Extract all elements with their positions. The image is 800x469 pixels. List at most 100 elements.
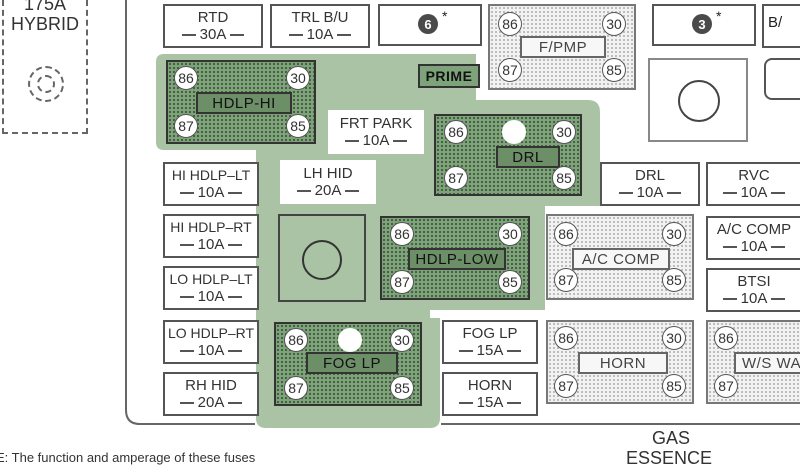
pin-86: 86 xyxy=(498,12,522,36)
hybrid-connector-icon xyxy=(28,66,64,102)
relay-prime[interactable]: PRIME xyxy=(418,64,480,88)
relay-drl[interactable]: 86 30 DRL 87 85 xyxy=(434,114,582,196)
relay-hdlp-low[interactable]: 86 30 HDLP-LOW 87 85 xyxy=(380,216,530,300)
relay-horn[interactable]: 86 30 HORN 87 85 xyxy=(546,320,694,404)
fuse-lh-hid[interactable]: LH HID 20A xyxy=(280,160,376,204)
pin-87: 87 xyxy=(390,270,414,294)
pin-86: 86 xyxy=(714,326,738,350)
fuse-name: FOG LP xyxy=(462,325,518,342)
fuse-name: TRL B/U xyxy=(291,9,349,26)
relay-hdlp-hi[interactable]: 86 30 HDLP-HI 87 85 xyxy=(166,60,316,144)
fuse-name: LO HDLP–RT xyxy=(167,325,255,341)
marker-6-icon: 6 xyxy=(418,14,438,34)
pin-85: 85 xyxy=(662,374,686,398)
fuse-rh-hid[interactable]: RH HID 20A xyxy=(163,372,259,416)
fuse-name: LO HDLP–LT xyxy=(169,271,253,287)
fuse-amp: 15A xyxy=(444,342,536,359)
fuse-trl-bu[interactable]: TRL B/U 10A xyxy=(270,4,370,48)
pin-30: 30 xyxy=(552,120,576,144)
hybrid-amp: 175A xyxy=(23,0,67,14)
relay-label: HDLP-HI xyxy=(196,92,292,114)
fuse-amp: 10A xyxy=(602,184,698,201)
relay-socket-partial[interactable] xyxy=(764,58,800,100)
relay-label: F/PMP xyxy=(520,36,606,58)
pin-30: 30 xyxy=(390,328,414,352)
fuse-hi-hdlp-rt[interactable]: HI HDLP–RT 10A xyxy=(163,214,259,258)
fuse-amp: 10A xyxy=(708,290,800,307)
pin-86: 86 xyxy=(390,222,414,246)
fuse-amp: 30A xyxy=(165,26,261,43)
pin-87: 87 xyxy=(174,114,198,138)
fuse-amp: 20A xyxy=(282,182,374,199)
pin-85: 85 xyxy=(286,114,310,138)
pin-87: 87 xyxy=(554,268,578,292)
fuse-amp: 15A xyxy=(444,394,536,411)
hybrid-fuse: 175A HYBRID xyxy=(2,0,88,134)
pin-30: 30 xyxy=(286,66,310,90)
pin-30: 30 xyxy=(602,12,626,36)
pin-86: 86 xyxy=(444,120,468,144)
fuse-name: HI HDLP–LT xyxy=(171,167,251,183)
relay-socket-round[interactable] xyxy=(648,58,748,142)
slot-3[interactable]: 3 * xyxy=(652,4,756,46)
relay-fog-lp[interactable]: 86 30 FOG LP 87 85 xyxy=(274,322,422,406)
pin-87: 87 xyxy=(714,374,738,398)
fuse-name: LH HID xyxy=(303,165,353,182)
relay-tab-icon xyxy=(502,120,526,144)
fuse-hi-hdlp-lt[interactable]: HI HDLP–LT 10A xyxy=(163,162,259,206)
hybrid-label: HYBRID xyxy=(10,14,79,34)
fuse-name: RTD xyxy=(197,9,229,26)
fuse-amp: 10A xyxy=(708,238,800,255)
pin-86: 86 xyxy=(554,326,578,350)
marker-asterisk: * xyxy=(716,8,722,24)
pin-85: 85 xyxy=(602,58,626,82)
socket-circle-icon xyxy=(678,80,720,122)
pin-85: 85 xyxy=(552,166,576,190)
fuse-amp: 10A xyxy=(330,132,422,149)
fuse-name: RVC xyxy=(738,167,770,184)
fuse-fog-lp[interactable]: FOG LP 15A xyxy=(442,320,538,364)
fuse-ac-comp[interactable]: A/C COMP 10A xyxy=(706,216,800,260)
fuse-name: FRT PARK xyxy=(339,115,413,132)
fuse-amp: 10A xyxy=(165,236,257,253)
fuse-horn[interactable]: HORN 15A xyxy=(442,372,538,416)
relay-label: HORN xyxy=(578,352,668,374)
pin-86: 86 xyxy=(554,222,578,246)
fuse-lo-hdlp-rt[interactable]: LO HDLP–RT 10A xyxy=(163,320,259,364)
fuse-rtd[interactable]: RTD 30A xyxy=(163,4,263,48)
fuse-amp: 10A xyxy=(165,184,257,201)
fuse-partial-top-right[interactable]: B/ xyxy=(762,4,800,48)
relay-label: HDLP-LOW xyxy=(408,248,506,270)
relay-ws-wash[interactable]: 86 W/S WA 87 xyxy=(706,320,800,404)
footnote: E: The function and amperage of these fu… xyxy=(0,450,256,465)
pin-87: 87 xyxy=(498,58,522,82)
socket-circle-icon xyxy=(302,240,342,280)
fuse-name: RH HID xyxy=(185,377,237,394)
pin-87: 87 xyxy=(284,376,308,400)
marker-asterisk: * xyxy=(442,8,448,24)
pin-85: 85 xyxy=(498,270,522,294)
essence-label: ESSENCE xyxy=(626,448,713,468)
relay-f-pmp[interactable]: 86 30 F/PMP 87 85 xyxy=(488,4,636,90)
pin-85: 85 xyxy=(390,376,414,400)
partial-label: B/ xyxy=(768,14,783,31)
fuse-lo-hdlp-lt[interactable]: LO HDLP–LT 10A xyxy=(163,266,259,310)
marker-3-icon: 3 xyxy=(692,14,712,34)
fuse-frt-park[interactable]: FRT PARK 10A xyxy=(328,110,424,154)
pin-30: 30 xyxy=(662,222,686,246)
fuse-btsi[interactable]: BTSI 10A xyxy=(706,268,800,312)
slot-6[interactable]: 6 * xyxy=(378,4,482,46)
pin-85: 85 xyxy=(662,268,686,292)
relay-ac-comp[interactable]: 86 30 A/C COMP 87 85 xyxy=(546,214,694,300)
fuse-amp: 10A xyxy=(272,26,368,43)
fuse-name: DRL xyxy=(634,167,665,184)
pin-30: 30 xyxy=(498,222,522,246)
relay-socket-square[interactable] xyxy=(278,214,366,302)
pin-30: 30 xyxy=(662,326,686,350)
fuse-rvc[interactable]: RVC 10A xyxy=(706,162,800,206)
pin-87: 87 xyxy=(554,374,578,398)
relay-tab-icon xyxy=(338,328,362,352)
relay-label: A/C COMP xyxy=(572,248,670,270)
fuse-amp: 20A xyxy=(165,394,257,411)
fuse-drl[interactable]: DRL 10A xyxy=(600,162,700,206)
